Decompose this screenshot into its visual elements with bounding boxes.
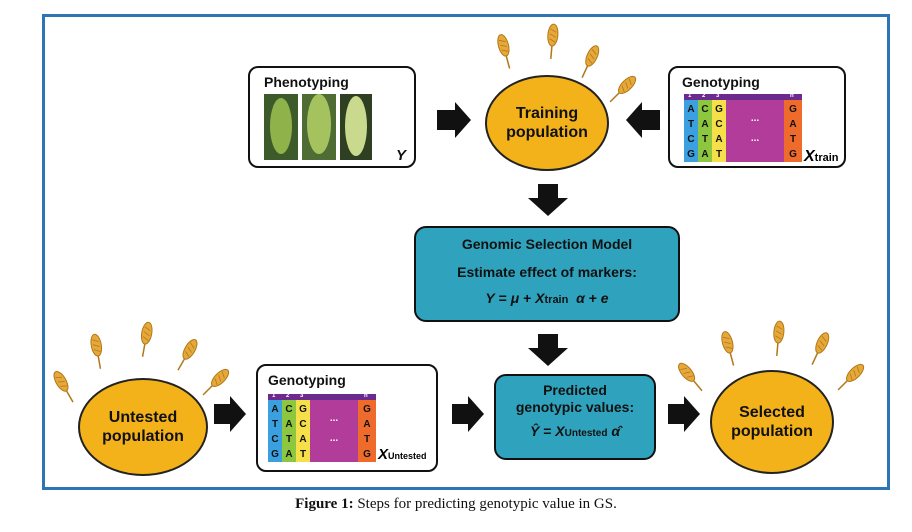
wheat-icon-top-3 [576, 43, 603, 81]
phenotyping-title: Phenotyping [264, 74, 349, 90]
wheat-spikes-photo [262, 92, 374, 162]
wheat-icon-left-4 [172, 336, 201, 374]
selected-population-node: Selected population [710, 370, 834, 474]
wheat-icon-top-4 [605, 72, 640, 107]
predicted-values-box: Predicted genotypic values: Ŷ = XUnteste… [494, 374, 656, 460]
genotyping-untested-title: Genotyping [268, 372, 346, 388]
wheat-icon-left-2 [88, 332, 107, 371]
matrix-dots: ...... [329, 412, 339, 444]
predicted-line1: Predicted [543, 382, 607, 398]
wheat-icon-right-3 [771, 319, 786, 358]
model-line1: Estimate effect of markers: [457, 264, 637, 280]
wheat-icon-right-2 [718, 329, 740, 368]
wheat-icon-right-1 [674, 359, 707, 395]
x-train-label: Xtrain [804, 148, 839, 165]
wheat-icon-top-1 [494, 32, 516, 71]
training-population-node: Training population [485, 75, 609, 171]
predicted-line2: genotypic values: [515, 399, 635, 415]
untested-population-node: Untested population [78, 378, 208, 476]
predicted-equation: Ŷ = XUntested α̂ [529, 423, 621, 439]
figure-caption: Figure 1: Steps for predicting genotypic… [295, 496, 617, 512]
genotyping-train-title: Genotyping [682, 74, 760, 90]
x-untested-label: XUntested [378, 446, 427, 463]
wheat-icon-left-1 [50, 368, 79, 406]
wheat-icon-left-3 [136, 320, 155, 359]
wheat-icon-right-4 [806, 330, 833, 368]
model-equation: Y = μ + Xtrain α + e [485, 290, 609, 306]
phenotyping-box: Phenotyping Y [248, 66, 416, 168]
model-title: Genomic Selection Model [461, 236, 633, 252]
wheat-icon-left-5 [198, 365, 233, 400]
matrix-dots: ...... [750, 112, 760, 144]
phenotype-var-y: Y [395, 147, 406, 164]
wheat-icon-right-5 [833, 360, 868, 395]
genomic-selection-model-box: Genomic Selection Model Estimate effect … [414, 226, 680, 322]
wheat-icon-top-2 [545, 22, 560, 61]
